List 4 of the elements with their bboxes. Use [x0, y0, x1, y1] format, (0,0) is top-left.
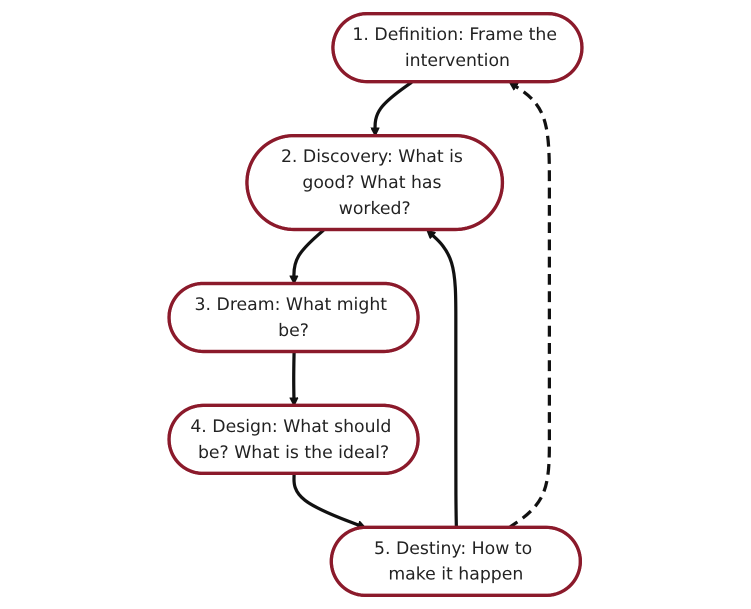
arrow — [292, 474, 366, 530]
arrow — [289, 228, 325, 284]
arrow — [289, 352, 299, 406]
arrow — [426, 230, 458, 528]
